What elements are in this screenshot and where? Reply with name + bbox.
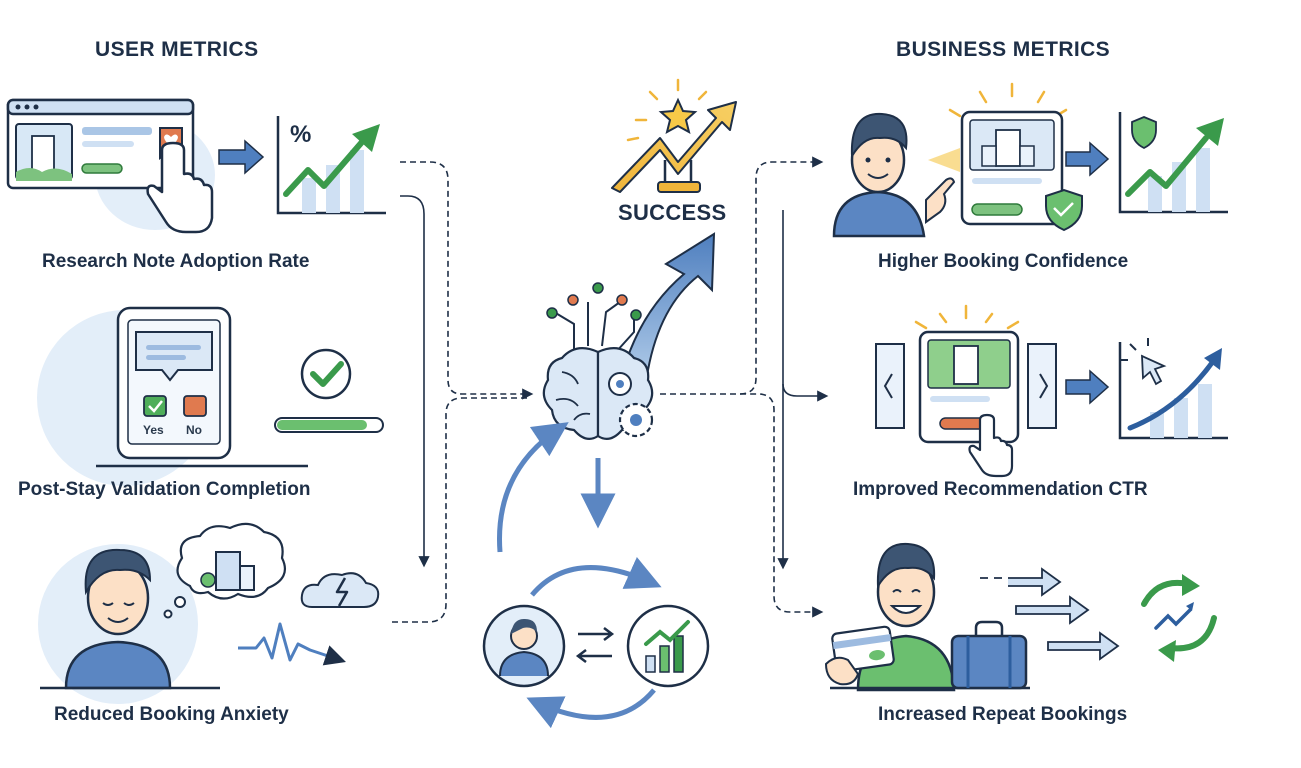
success-trophy-icon bbox=[611, 78, 737, 193]
hotel-thought-bubble-icon bbox=[163, 522, 286, 619]
hand-pointer-icon bbox=[146, 141, 214, 234]
no-option-label: No bbox=[186, 423, 202, 437]
shield-growth-chart-icon bbox=[1118, 112, 1228, 214]
yes-option-label: Yes bbox=[143, 423, 164, 437]
brain-gear-icon bbox=[542, 282, 654, 441]
higher-booking-confidence-label: Higher Booking Confidence bbox=[878, 251, 1129, 272]
hotel-card-shield-icon bbox=[948, 82, 1083, 232]
carousel-hotel-card-icon bbox=[875, 304, 1057, 478]
arrow-right-icon bbox=[1065, 141, 1110, 177]
tablet-survey-icon bbox=[37, 306, 308, 486]
calm-person-icon bbox=[38, 544, 220, 704]
post-stay-validation-label: Post-Stay Validation Completion bbox=[18, 479, 311, 500]
heartbeat-down-icon bbox=[238, 622, 346, 666]
percent-growth-chart-icon: % bbox=[276, 116, 386, 215]
storm-cloud-icon bbox=[300, 572, 380, 608]
cursor-growth-chart-icon bbox=[1118, 338, 1228, 440]
increased-repeat-bookings-label: Increased Repeat Bookings bbox=[878, 704, 1128, 725]
reduced-booking-anxiety-label: Reduced Booking Anxiety bbox=[54, 704, 289, 725]
confident-person-icon bbox=[832, 112, 960, 238]
arrow-right-icon bbox=[1065, 369, 1110, 405]
checkmark-icon bbox=[300, 348, 352, 400]
credit-card-icon bbox=[824, 625, 895, 686]
speed-arrows bbox=[980, 567, 1120, 661]
progress-bar-icon bbox=[274, 417, 384, 433]
browser-window-icon bbox=[6, 98, 215, 230]
user-metrics-heading: USER METRICS bbox=[95, 38, 259, 61]
business-metrics-heading: BUSINESS METRICS bbox=[896, 38, 1111, 61]
connector-lines bbox=[392, 156, 829, 623]
research-note-adoption-label: Research Note Adoption Rate bbox=[42, 251, 310, 272]
suitcase-icon bbox=[950, 620, 1028, 690]
improved-recommendation-ctr-label: Improved Recommendation CTR bbox=[853, 479, 1148, 500]
arrow-right-icon bbox=[218, 139, 265, 175]
success-label: SUCCESS bbox=[618, 200, 727, 225]
feedback-loop-icon bbox=[482, 556, 710, 729]
curved-up-arrow-left bbox=[497, 422, 569, 553]
repeat-cycle-icon bbox=[1141, 574, 1217, 662]
svg-text:%: % bbox=[290, 121, 311, 148]
big-up-arrow bbox=[624, 232, 716, 372]
